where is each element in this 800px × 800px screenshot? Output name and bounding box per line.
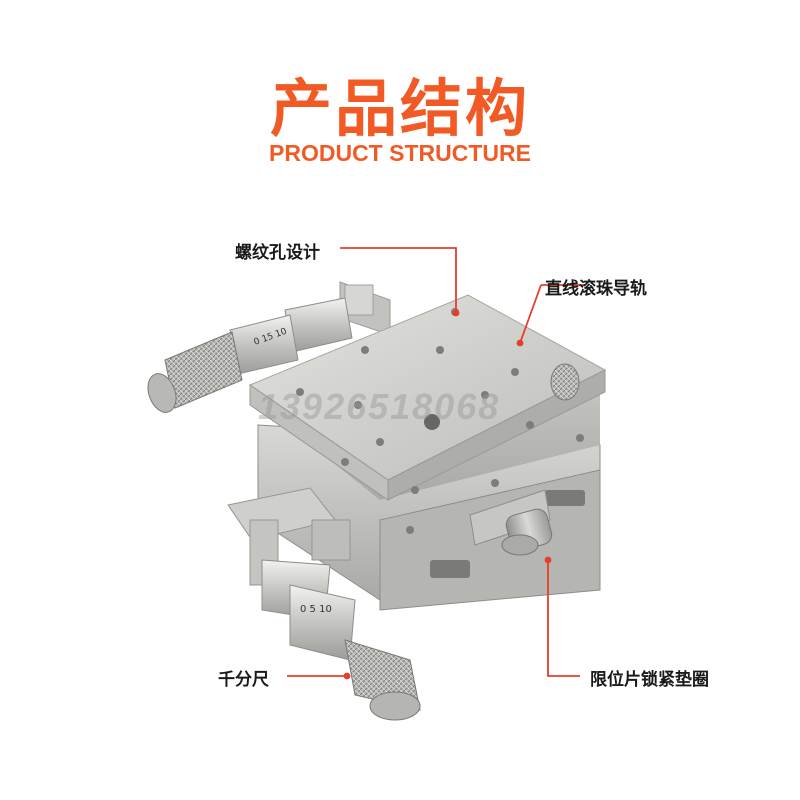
leader-thread-holes — [340, 247, 457, 313]
svg-text:0 5 10: 0 5 10 — [300, 604, 332, 615]
right-knob — [550, 363, 580, 401]
lower-micrometer: 0 5 10 — [261, 559, 421, 721]
page-title: 产品结构 — [269, 72, 530, 145]
upper-micrometer: 0 15 10 — [147, 297, 353, 413]
lock-knob — [469, 489, 553, 556]
callout-micrometer: 千分尺 — [218, 670, 269, 690]
callout-lock-washer: 限位片锁紧垫圈 — [590, 670, 709, 690]
page-subtitle: PRODUCT STRUCTURE — [269, 140, 531, 166]
top-plate — [248, 294, 607, 534]
upper-bracket — [339, 281, 391, 336]
watermark-text: 13926518068 — [258, 386, 501, 427]
lower-bracket — [227, 487, 351, 586]
leader-lock-washer — [547, 560, 580, 677]
leader-linear-rail — [519, 284, 585, 344]
callout-linear-rail: 直线滚珠导轨 — [545, 279, 647, 299]
leader-lines — [287, 247, 585, 680]
callout-thread-holes: 螺纹孔设计 — [235, 243, 320, 263]
